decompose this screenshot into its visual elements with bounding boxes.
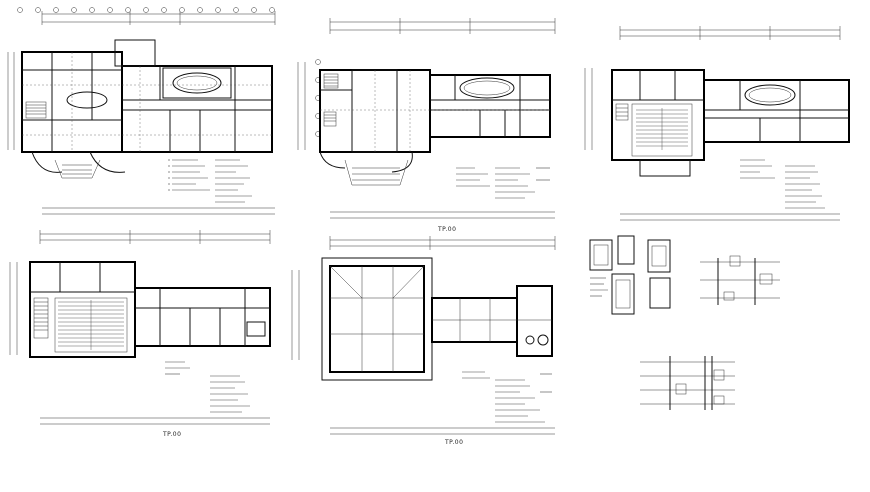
floor-plan-5: TP.00 — [291, 236, 556, 446]
riser-diagram-1 — [700, 255, 780, 305]
plan-caption-5: TP.00 — [444, 439, 463, 446]
riser-diagram-2 — [640, 356, 735, 410]
auditorium-seating-3 — [631, 103, 693, 157]
legend-2 — [456, 167, 550, 199]
legend-4 — [165, 361, 250, 413]
auditorium-seating-4 — [54, 297, 128, 353]
legend-5 — [462, 371, 552, 423]
detail-diagrams — [589, 235, 780, 410]
floor-plan-2: TP.00 — [297, 18, 556, 233]
legend-1 — [168, 159, 252, 203]
legend-3 — [740, 159, 825, 209]
plan-caption-2: TP.00 — [437, 226, 456, 233]
floor-plan-4: TP.00 — [9, 230, 271, 438]
plan-caption-4: TP.00 — [162, 431, 181, 438]
grid-bubbles-top — [17, 7, 275, 13]
floor-plan-1 — [7, 7, 276, 215]
floor-plan-3 — [584, 26, 850, 221]
